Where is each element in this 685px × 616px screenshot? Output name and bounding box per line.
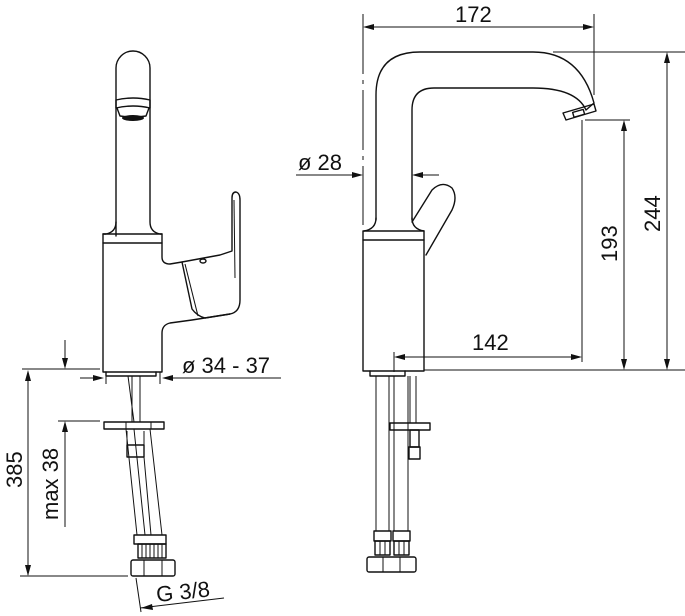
fitting-collar — [133, 534, 167, 545]
base-diameter-label: ø 34 - 37 — [182, 353, 270, 378]
height-193-label: 193 — [597, 225, 622, 262]
fitting-knurl — [374, 540, 391, 556]
front-dimensions: 172 ø 28 142 193 244 — [296, 2, 685, 372]
lever-underside — [181, 261, 231, 319]
spout-column-flare — [102, 221, 117, 235]
lever-screw — [199, 258, 207, 264]
hose-left-upper — [127, 375, 135, 423]
thread-label: G 3/8 — [155, 576, 211, 606]
max-thickness-label: max 38 — [38, 448, 63, 520]
spout-base-flare — [363, 217, 425, 232]
fitting-knurl — [393, 540, 410, 556]
fitting-collar — [392, 530, 411, 542]
hose-1 — [125, 428, 146, 536]
arrow-icon — [93, 375, 104, 381]
spout-diameter-label: ø 28 — [298, 150, 342, 175]
lever-edge — [184, 263, 199, 317]
aerator-outlet — [122, 115, 144, 121]
arrow-icon — [394, 354, 405, 360]
fitting-collar — [373, 530, 392, 542]
mounting-plate-front — [389, 422, 431, 431]
arrow-icon — [664, 359, 670, 370]
reach-172-label: 172 — [455, 2, 492, 27]
arrow-icon — [352, 172, 363, 178]
hose-2 — [143, 428, 163, 536]
nut-front — [408, 446, 421, 460]
arrow-icon — [583, 24, 594, 30]
connection-nut-front — [366, 556, 417, 573]
knurl-lines — [141, 544, 163, 558]
spout-outline — [375, 51, 595, 221]
side-view — [102, 50, 241, 577]
height-244-label: 244 — [640, 195, 665, 232]
body-front — [362, 230, 425, 372]
dim-line — [139, 597, 225, 609]
arrow-icon — [664, 52, 670, 63]
arrow-icon — [621, 359, 627, 370]
height-385-label: 385 — [2, 451, 27, 488]
reach-142-label: 142 — [472, 330, 509, 355]
aerator-front — [562, 103, 597, 121]
arrow-icon — [25, 565, 31, 576]
mounting-plate — [103, 421, 165, 430]
arrow-icon — [363, 24, 374, 30]
arrow-icon — [25, 370, 31, 381]
ext-line — [135, 577, 142, 613]
arrow-icon — [141, 604, 153, 610]
fitting-knurl — [137, 543, 167, 559]
arrow-icon — [571, 354, 582, 360]
lever-highlight — [233, 199, 236, 279]
connection-nut — [130, 559, 176, 577]
aerator-ring — [115, 97, 151, 109]
mixer-body — [102, 191, 241, 373]
base-plate-front — [369, 370, 406, 377]
side-dimensions: ø 34 - 37 max 38 385 G 3/8 — [2, 340, 281, 613]
arrow-icon — [621, 120, 627, 131]
spout-column-outline — [115, 50, 163, 237]
aerator-slot — [571, 108, 586, 118]
lever-front — [411, 183, 456, 256]
knurl-lines — [379, 541, 405, 555]
stud-front — [409, 429, 420, 448]
arrow-icon — [62, 358, 68, 369]
front-view — [362, 51, 597, 573]
